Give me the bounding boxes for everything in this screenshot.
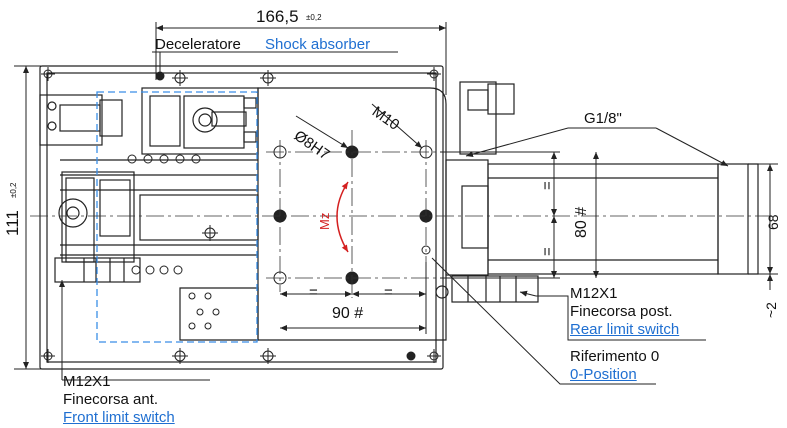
- carriage-plate: [257, 87, 447, 341]
- height-value: 111: [3, 210, 22, 236]
- overall-width-tolerance: ±0,2: [306, 13, 322, 22]
- front-switch-thread: M12X1: [63, 373, 111, 390]
- reference-label-en: 0-Position: [570, 366, 637, 383]
- rear-switch-thread: M12X1: [570, 285, 618, 302]
- front-switch-label-it: Finecorsa ant.: [63, 391, 159, 408]
- cylinder-body: [487, 163, 719, 275]
- rear-switch-label-en: Rear limit switch: [570, 321, 680, 338]
- cylinder-end-cap: [717, 163, 749, 275]
- shock-absorber-label-en: Shock absorber: [265, 36, 371, 53]
- cylinder-size-label: 68: [765, 214, 781, 230]
- moment-label: Mz: [317, 212, 332, 230]
- equal-upper: =: [539, 181, 556, 190]
- pitch-y-label: 80 #: [573, 206, 590, 238]
- front-switch-label-en: Front limit switch: [63, 409, 175, 426]
- pitch-x-label: 90 #: [332, 305, 364, 322]
- base-plate: [39, 65, 444, 370]
- equal-right: =: [384, 284, 393, 301]
- shock-absorber-label-it: Deceleratore: [155, 36, 241, 53]
- port-label: G1/8": [584, 110, 622, 127]
- reference-label-it: Riferimento 0: [570, 348, 660, 365]
- moment-arrow: [336, 181, 349, 253]
- shock-absorber-block: [141, 87, 259, 155]
- mounting-holes: [41, 67, 441, 364]
- overall-width-value: 166,5: [256, 7, 299, 26]
- equal-lower: =: [539, 247, 556, 256]
- front-switch-zone: [96, 91, 258, 343]
- rear-switch-label-it: Finecorsa post.: [570, 303, 673, 320]
- height-tolerance: ±0,2: [9, 182, 18, 198]
- equal-left: =: [309, 284, 318, 301]
- offset-label: ~2: [763, 302, 779, 318]
